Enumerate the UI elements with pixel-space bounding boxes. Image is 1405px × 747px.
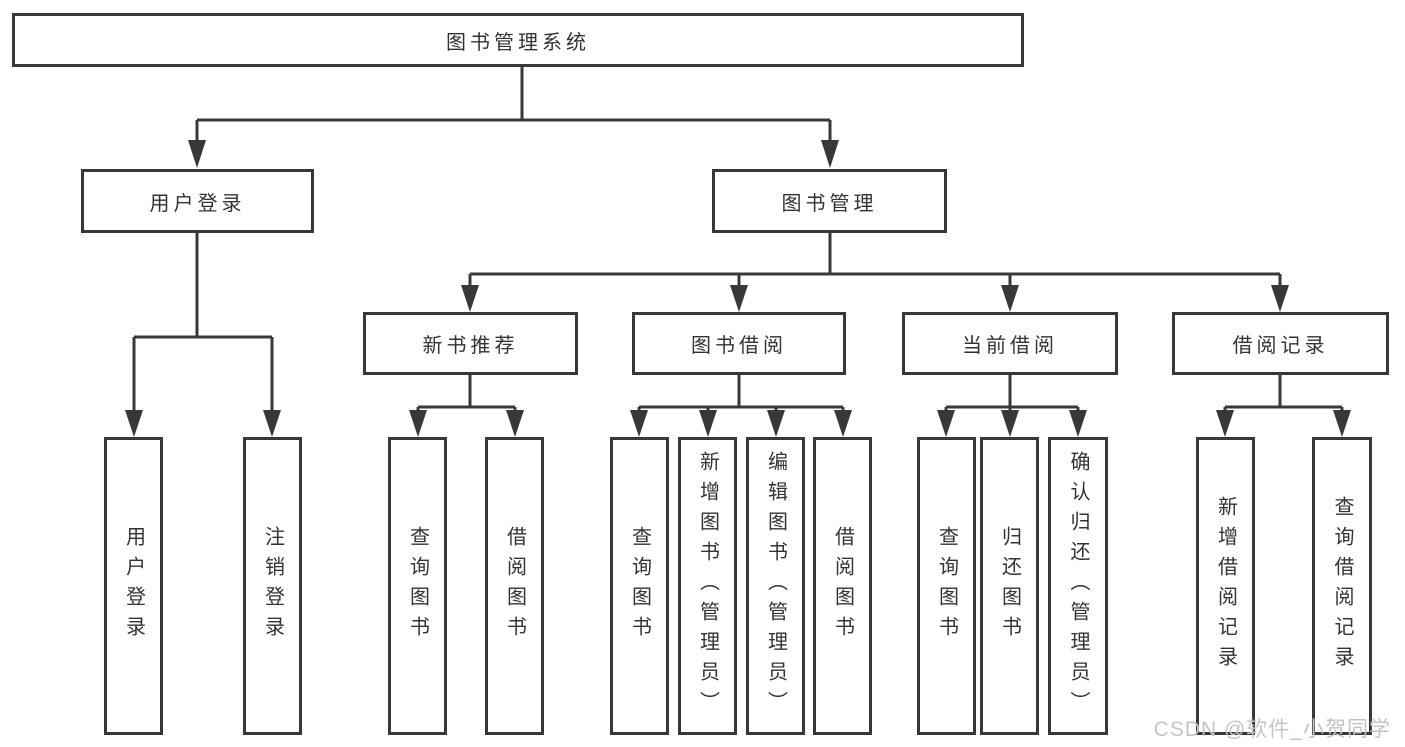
arrowhead-icon	[730, 285, 748, 312]
arrowhead-icon	[1069, 410, 1087, 437]
connector-borrow-records-split	[1223, 375, 1344, 414]
leaf-edit-book-admin: 编辑图书（管理员）	[746, 437, 805, 735]
arrowhead-icon	[461, 285, 479, 312]
leaf-borrow-book: 借阅图书	[813, 437, 872, 735]
leaf-borrow-book-recommend-label: 借阅图书	[503, 526, 526, 646]
arrowhead-icon	[1271, 285, 1289, 312]
leaf-borrow-book-recommend: 借阅图书	[485, 437, 544, 735]
arrowhead-icon	[1001, 410, 1019, 437]
arrowheads	[125, 140, 1351, 437]
arrowhead-icon	[699, 410, 717, 437]
connector-book-management-split	[468, 233, 1282, 288]
arrowhead-icon	[263, 410, 281, 437]
arrowhead-icon	[409, 410, 427, 437]
connector-paths	[132, 66, 1344, 414]
connector-current-borrow-split	[944, 375, 1080, 414]
leaf-confirm-return-admin: 确认归还（管理员）	[1048, 437, 1108, 735]
connector-user-login-split	[132, 233, 274, 414]
connector-book-borrow-split	[637, 375, 845, 414]
leaf-query-book-current: 查询图书	[917, 437, 976, 735]
leaf-query-book-borrow-label: 查询图书	[628, 526, 651, 646]
leaf-edit-book-admin-label: 编辑图书（管理员）	[764, 451, 787, 721]
leaf-query-borrow-record: 查询借阅记录	[1312, 437, 1372, 735]
leaf-query-book-borrow: 查询图书	[610, 437, 669, 735]
leaf-user-login-label: 用户登录	[122, 526, 145, 646]
arrowhead-icon	[821, 140, 839, 168]
arrowhead-icon	[834, 410, 852, 437]
leaf-borrow-book-label: 借阅图书	[831, 526, 854, 646]
arrowhead-icon	[937, 410, 955, 437]
leaf-logout-login: 注销登录	[243, 437, 302, 735]
connector-new-book-split	[416, 375, 517, 414]
node-current-borrow: 当前借阅	[902, 312, 1118, 375]
arrowhead-icon	[188, 140, 206, 168]
leaf-add-book-admin-label: 新增图书（管理员）	[696, 451, 719, 721]
leaf-query-book-recommend: 查询图书	[388, 437, 447, 735]
arrowhead-icon	[125, 410, 143, 437]
leaf-query-borrow-record-label: 查询借阅记录	[1331, 496, 1353, 676]
leaf-add-borrow-record-label: 新增借阅记录	[1214, 496, 1237, 676]
arrowhead-icon	[767, 410, 785, 437]
leaf-confirm-return-admin-label: 确认归还（管理员）	[1067, 451, 1089, 721]
leaf-logout-login-label: 注销登录	[261, 526, 284, 646]
arrowhead-icon	[630, 410, 648, 437]
node-borrow-records: 借阅记录	[1172, 312, 1389, 375]
leaf-query-book-current-label: 查询图书	[935, 526, 958, 646]
leaf-return-book-label: 归还图书	[998, 526, 1021, 646]
arrowhead-icon	[1001, 285, 1019, 312]
leaf-add-borrow-record: 新增借阅记录	[1196, 437, 1255, 735]
leaf-add-book-admin: 新增图书（管理员）	[678, 437, 737, 735]
leaf-user-login: 用户登录	[104, 437, 163, 735]
leaf-return-book: 归还图书	[980, 437, 1039, 735]
node-new-book-recommend: 新书推荐	[363, 312, 578, 375]
node-user-login: 用户登录	[81, 169, 314, 233]
arrowhead-icon	[506, 410, 524, 437]
arrowhead-icon	[1333, 410, 1351, 437]
node-root: 图书管理系统	[12, 13, 1024, 67]
leaf-query-book-recommend-label: 查询图书	[406, 526, 429, 646]
arrowhead-icon	[1216, 410, 1234, 437]
csdn-watermark: CSDN @软件_小贺同学	[1153, 718, 1391, 741]
node-book-borrow: 图书借阅	[632, 312, 846, 375]
node-book-management: 图书管理	[712, 169, 947, 233]
connector-root-split	[195, 66, 832, 142]
